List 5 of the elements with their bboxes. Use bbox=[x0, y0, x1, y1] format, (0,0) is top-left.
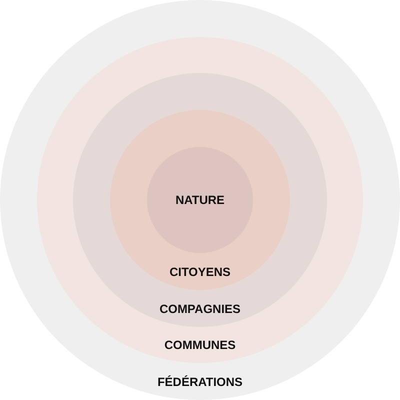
ring-label: NATURE bbox=[175, 193, 225, 207]
ring-label: FÉDÉRATIONS bbox=[157, 374, 243, 388]
ring-label: COMMUNES bbox=[164, 338, 236, 352]
ring-label: CITOYENS bbox=[169, 264, 231, 278]
ring-label: COMPAGNIES bbox=[159, 302, 241, 316]
